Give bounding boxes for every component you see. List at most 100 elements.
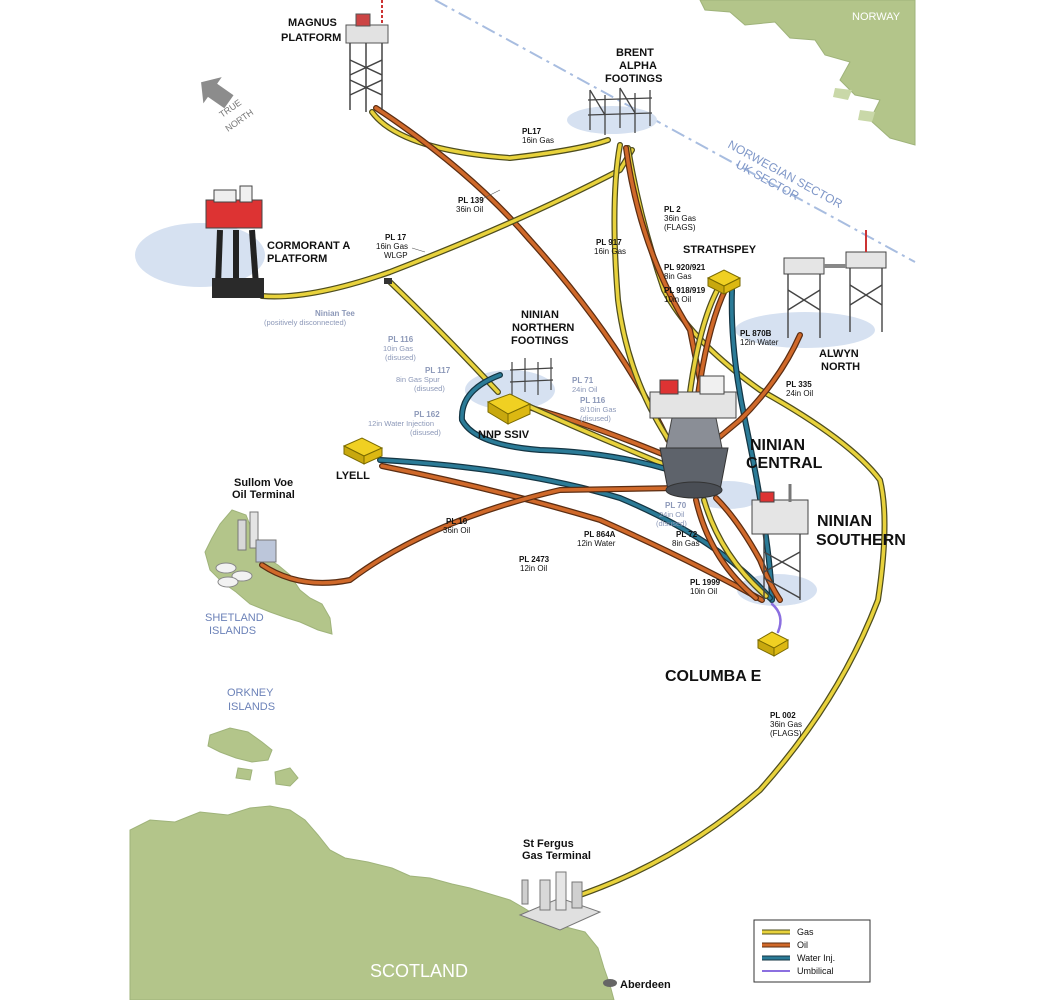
pl864a-desc: 12in Water: [577, 539, 616, 548]
pipelines: [259, 105, 888, 898]
legend-water-label: Water Inj.: [797, 953, 835, 963]
pl71-id: PL 71: [572, 376, 594, 385]
label-ninian-northern-3: FOOTINGS: [511, 335, 568, 347]
label-brent-3: FOOTINGS: [605, 73, 662, 85]
pl335-desc: 24in Oil: [786, 389, 813, 398]
pl70-desc1: 24in Oil: [659, 510, 685, 519]
pl2-desc2: (FLAGS): [664, 223, 696, 232]
pl116a-desc2: (disused): [385, 353, 416, 362]
pl139-id: PL 139: [458, 196, 484, 205]
pl917-id: PL 917: [596, 238, 622, 247]
platform-labels: MAGNUS PLATFORM BRENT ALPHA FOOTINGS COR…: [232, 17, 906, 862]
magnus-platform: [345, 0, 389, 112]
legend: Gas Oil Water Inj. Umbilical: [753, 919, 871, 983]
pl72-id: PL 72: [676, 530, 698, 539]
pl139-desc: 36in Oil: [456, 205, 483, 214]
pl17-magnus-pipeline: [370, 110, 610, 160]
pl918-id: PL 918/919: [664, 286, 706, 295]
pl10-pipeline: [260, 486, 680, 585]
pl920-pipeline: [688, 283, 722, 394]
pl918-desc: 10in Oil: [664, 295, 691, 304]
pl335-id: PL 335: [786, 380, 812, 389]
pl2-pl002-flags-pipeline: [578, 146, 887, 897]
pl17a-desc: 16in Gas: [522, 136, 554, 145]
label-aberdeen: Aberdeen: [620, 979, 671, 991]
st-fergus-terminal: [518, 871, 602, 931]
pl72-pipeline: [702, 498, 768, 598]
pl002-desc1: 36in Gas: [770, 720, 802, 729]
pl70-id: PL 70: [665, 501, 687, 510]
pl2473-id: PL 2473: [519, 555, 550, 564]
umbilical-line: [770, 602, 782, 634]
pl335-pipeline: [714, 333, 802, 442]
pl116-pipeline: [388, 280, 500, 394]
label-brent-2: ALPHA: [619, 60, 657, 72]
pl162-id: PL 162: [414, 410, 440, 419]
pl2-id: PL 2: [664, 205, 681, 214]
ninian-tee-desc: (positively disconnected): [264, 318, 347, 327]
pl70-desc2: (disused): [656, 519, 687, 528]
legend-umbilical-label: Umbilical: [797, 966, 834, 976]
label-nnp-ssiv: NNP SSIV: [478, 429, 530, 441]
label-st-fergus-1: St Fergus: [523, 838, 574, 850]
pl116b-desc1: 8/10in Gas: [580, 405, 617, 414]
pl870b-id: PL 870B: [740, 329, 772, 338]
label-magnus-2: PLATFORM: [281, 32, 341, 44]
pl117-desc1: 8in Gas Spur: [396, 375, 440, 384]
pl117-id: PL 117: [425, 366, 451, 375]
sullom-voe-terminal: [215, 511, 277, 588]
label-ninian-southern-2: SOUTHERN: [816, 532, 906, 549]
label-orkney-2: ISLANDS: [228, 701, 275, 713]
scotland-land: [129, 805, 615, 1000]
brent-alpha-footings: [587, 87, 653, 135]
nnp-ssiv-unit: [486, 393, 532, 425]
cormorant-a-platform: [205, 185, 264, 298]
lyell-unit: [342, 437, 384, 465]
pl2-desc1: 36in Gas: [664, 214, 696, 223]
pl116b-desc2: (disused): [580, 414, 611, 423]
pl10-id: PL 10: [446, 517, 468, 526]
pl117-desc2: (disused): [414, 384, 445, 393]
label-lyell: LYELL: [336, 470, 370, 482]
label-shetland-1: SHETLAND: [205, 612, 264, 624]
pl162-water-pipeline: [460, 373, 672, 472]
label-st-fergus-2: Gas Terminal: [522, 850, 591, 862]
pl17b-id: PL 17: [385, 233, 407, 242]
aberdeen-marker: [603, 979, 617, 987]
pl864a-id: PL 864A: [584, 530, 616, 539]
ninian-tee-marker: [384, 278, 392, 284]
sector-boundary: [434, 0, 916, 263]
pl917-pipeline: [612, 143, 674, 447]
pl162-desc2: (disused): [410, 428, 441, 437]
label-ninian-northern-1: NINIAN: [521, 309, 559, 321]
label-cormorant-2: PLATFORM: [267, 253, 327, 265]
pl870b-desc: 12in Water: [740, 338, 779, 347]
label-strathspey: STRATHSPEY: [683, 244, 757, 256]
label-orkney-1: ORKNEY: [227, 687, 274, 699]
orkney-land: [207, 727, 299, 787]
label-sullom-2: Oil Terminal: [232, 489, 295, 501]
pl116b-id: PL 116: [580, 396, 606, 405]
norway-islands: [833, 88, 875, 122]
columba-e-unit: [756, 631, 790, 657]
pl72-desc: 8in Gas: [672, 539, 700, 548]
legend-oil-label: Oil: [797, 940, 808, 950]
pl71-desc: 24in Oil: [572, 385, 598, 394]
label-ninian-central-2: CENTRAL: [746, 455, 823, 472]
pl116a-id: PL 116: [388, 335, 414, 344]
north-arrow-icon: [201, 77, 234, 109]
label-ninian-northern-2: NORTHERN: [512, 322, 574, 334]
pl2473-pipeline: [380, 464, 764, 602]
label-alwyn-1: ALWYN: [819, 348, 859, 360]
pl870b-pipeline: [730, 288, 774, 602]
pl2473-desc: 12in Oil: [520, 564, 547, 573]
brent-oil-link: [624, 146, 702, 382]
pl920-id: PL 920/921: [664, 263, 706, 272]
ninian-northern-footings: [509, 358, 554, 395]
norway-land: [699, 0, 916, 146]
pl116a-desc1: 10in Gas: [383, 344, 413, 353]
strathspey-unit: [706, 269, 742, 295]
label-columba-e: COLUMBA E: [665, 668, 762, 685]
